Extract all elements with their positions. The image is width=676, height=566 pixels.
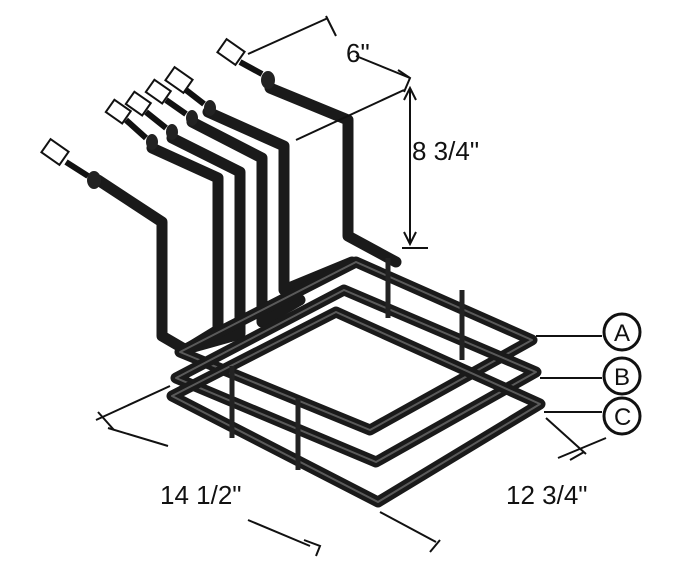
terminal-connectors (40, 37, 275, 189)
callout-c: C (544, 396, 642, 436)
callout-label-c: C (614, 404, 631, 431)
terminal-4 (124, 90, 178, 140)
terminal-2 (164, 65, 216, 116)
coil-loop-a (174, 256, 538, 436)
dim-label-height: 8 3/4" (412, 136, 479, 166)
terminal-3 (144, 78, 198, 126)
dim-label-length: 14 1/2" (160, 480, 242, 510)
dimension-width-top: 6" (247, 15, 412, 141)
terminal-6 (40, 137, 101, 189)
dim-label-width: 6" (346, 38, 370, 68)
dim-label-depth: 12 3/4" (506, 480, 588, 510)
terminal-5 (104, 98, 158, 150)
callout-label-b: B (614, 364, 630, 391)
terminal-1 (216, 37, 275, 89)
support-brackets (229, 258, 465, 470)
dimension-depth: 12 3/4" (379, 417, 607, 553)
callout-label-a: A (614, 320, 630, 347)
coil-loop-c (166, 306, 546, 508)
callout-a: A (536, 312, 642, 352)
dimension-length: 14 1/2" (95, 385, 322, 557)
callout-b: B (540, 356, 642, 396)
terminal-leads (92, 82, 402, 358)
dimension-height: 8 3/4" (402, 85, 479, 249)
coil-loop-b (170, 284, 542, 468)
